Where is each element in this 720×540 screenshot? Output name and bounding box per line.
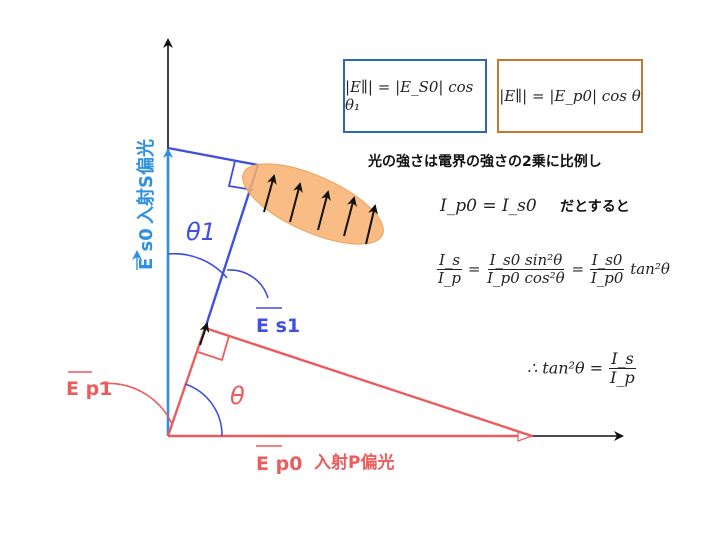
e-s1-label: E s1 <box>256 315 300 337</box>
assumption-formula: I_p0 = I_s0 だとすると <box>440 196 630 216</box>
theta1-label: θ1 <box>186 218 216 246</box>
s-right-angle-mark <box>227 160 254 191</box>
intensity-note: 光の強さは電界の強さの2乗に比例し <box>368 154 602 170</box>
theta-arc <box>184 383 223 437</box>
p-reflected-line <box>166 327 207 437</box>
formula-p-text: |E∥| = |E_p0| cos θ <box>499 87 641 105</box>
s-projection-line <box>167 146 259 167</box>
es1-arc <box>226 269 269 299</box>
assumption-text: I_p0 = I_s0 <box>440 196 537 216</box>
incident-p-label: 入射P偏光 <box>314 452 394 473</box>
incident-s-label: 入射S偏光 <box>135 139 157 224</box>
s-reflected-line <box>200 164 260 339</box>
light-ellipse <box>242 163 384 245</box>
formula-box-s: |E∥| = |E_S0| cos θ₁ <box>343 59 487 133</box>
formula-box-p: |E∥| = |E_p0| cos θ <box>497 59 643 133</box>
ellipse-arrows <box>263 174 379 245</box>
theta1-arc <box>167 252 228 279</box>
e-p1-label: E p1 <box>66 378 112 400</box>
assumption-suffix: だとすると <box>560 199 630 215</box>
p-right-angle-mark <box>197 335 230 362</box>
ep1-arc <box>99 382 173 425</box>
p-hypotenuse <box>204 326 533 438</box>
e-s0-label: E s0 <box>136 228 157 270</box>
reflected-arrow <box>199 322 210 346</box>
theta-label: θ <box>230 382 245 410</box>
formula-s-text: |E∥| = |E_S0| cos θ₁ <box>345 78 474 114</box>
e-p0-label: E p0 <box>256 453 302 475</box>
